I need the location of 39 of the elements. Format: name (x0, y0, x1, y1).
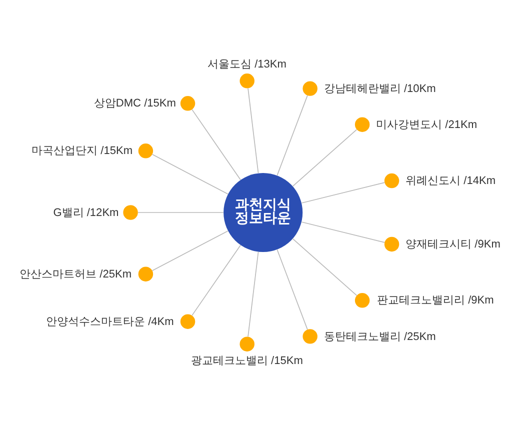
node-circle (240, 73, 254, 88)
node-circle (138, 143, 154, 158)
node-circle (302, 80, 318, 96)
node-label: 위례신도시 /14Km (406, 174, 496, 187)
connector (301, 221, 385, 242)
node-label: 판교테크노밸리리 /9Km (377, 294, 494, 306)
node-circle (240, 336, 254, 351)
node-circle (123, 204, 138, 220)
connector (292, 238, 358, 296)
node-label: 동탄테크노밸리 /25Km (324, 330, 436, 342)
node-label: 안산스마트허브 /25Km (20, 268, 132, 280)
connector (152, 230, 228, 271)
node-label: 서울도심 /13Km (208, 58, 286, 70)
node-label: 상암DMC /15Km (94, 97, 176, 110)
node-circle: 과천지식 정보타운 (224, 172, 303, 252)
node-circle (180, 96, 196, 110)
connector (192, 108, 241, 180)
node-label: 안양석수스마트타운 /4Km (46, 315, 174, 328)
connector (248, 87, 259, 173)
node-label: G밸리 /12Km (53, 206, 119, 218)
node-label: 미사강변도시 /21Km (376, 118, 478, 130)
node-circle (384, 236, 400, 252)
node-circle (302, 328, 318, 344)
node-label: 광교테크노밸리 /15Km (190, 354, 303, 366)
connector (248, 251, 259, 337)
connector (292, 128, 358, 186)
node-circle (354, 116, 370, 132)
node-label: 마곡산업단지 /15Km (32, 144, 133, 157)
connector (152, 153, 228, 194)
node-circle (138, 266, 154, 281)
node-label: 강남테헤란밸리 /10Km (324, 82, 436, 94)
connector (276, 248, 308, 330)
connector (192, 244, 241, 316)
connector (301, 182, 385, 203)
node-circle (180, 314, 196, 328)
node-circle (354, 292, 370, 308)
node-label: 양재테크시티 /9Km (406, 238, 500, 250)
node-circle (384, 172, 400, 188)
connector (276, 94, 308, 176)
